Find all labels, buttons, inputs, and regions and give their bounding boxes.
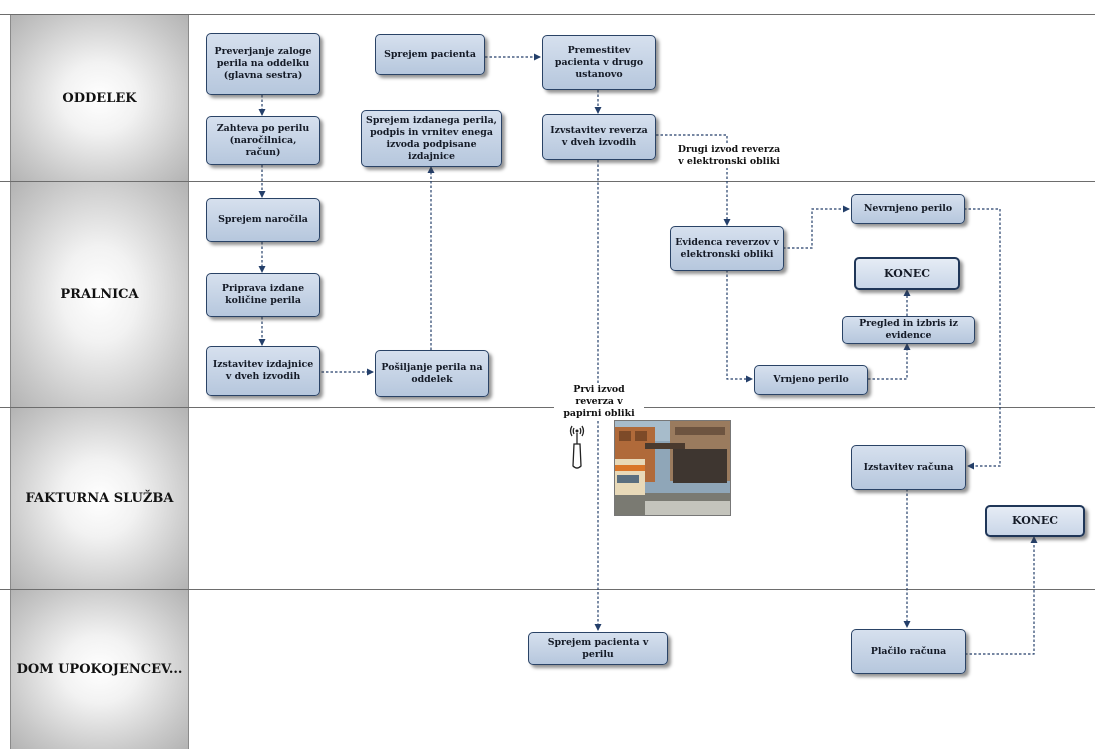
- antenna-icon: [569, 425, 585, 469]
- node-sprejem-v-perilu: Sprejem pacienta v perilu: [528, 632, 668, 665]
- node-sprejem-pacienta: Sprejem pacienta: [375, 34, 485, 75]
- arrow-evidenca-vrnjeno: [726, 270, 753, 383]
- arrow-evidenca-nevrnjeno: [783, 205, 850, 249]
- node-vrnjeno: Vrnjeno perilo: [754, 365, 868, 395]
- node-konec-2: KONEC: [985, 505, 1085, 537]
- note-drugi-izvod: Drugi izvod reverza v elektronski obliki: [675, 144, 783, 168]
- lane-title: DOM UPOKOJENCEV...: [16, 662, 183, 677]
- node-konec-1: KONEC: [854, 257, 960, 290]
- node-pregled: Pregled in izbris iz evidence: [842, 316, 975, 344]
- lane-title: PRALNICA: [60, 287, 139, 302]
- node-izstavitev-reverza: Izvstavitev reverza v dveh izvodih: [542, 114, 656, 160]
- node-posiljanje: Pošiljanje perila na oddelek: [375, 350, 489, 397]
- photo-illustration: [615, 421, 730, 515]
- node-priprava: Priprava izdane količine perila: [206, 273, 320, 317]
- node-sprejem-narocila: Sprejem naročila: [206, 198, 320, 242]
- lane-header-pralnica: PRALNICA: [10, 182, 189, 407]
- arrow-nevrnjeno-racun: [964, 208, 1001, 470]
- node-evidenca: Evidenca reverzov v elektronski obliki: [670, 226, 784, 271]
- node-izstavitev-racuna: Izstavitev računa: [851, 445, 966, 490]
- lane-header-fakturna: FAKTURNA SLUŽBA: [10, 408, 189, 589]
- node-zahteva: Zahteva po perilu (naročilnica, račun): [206, 116, 320, 165]
- lane-border-1: [0, 181, 1095, 182]
- lane-title: FAKTURNA SLUŽBA: [25, 491, 174, 506]
- node-placilo: Plačilo računa: [851, 629, 966, 674]
- lane-border-3: [0, 589, 1095, 590]
- node-sprejem-izdanega: Sprejem izdanega perila, podpis in vrnit…: [361, 110, 502, 167]
- node-izstavitev-izdajnice: Izstavitev izdajnice v dveh izvodih: [206, 346, 320, 396]
- node-preverjanje: Preverjanje zaloge perila na oddelku (gl…: [206, 33, 320, 95]
- note-prvi-izvod: Prvi izvod reverza v papirni obliki: [554, 384, 644, 420]
- arrow-reverz-evidenca: [656, 134, 731, 226]
- lane-header-oddelek: ODDELEK: [10, 15, 189, 181]
- lane-title: ODDELEK: [62, 90, 137, 106]
- photo: [614, 420, 731, 516]
- lane-header-dom: DOM UPOKOJENCEV...: [10, 590, 189, 749]
- lane-border-2: [0, 407, 1095, 408]
- lane-border-top: [0, 14, 1095, 15]
- node-premestitev: Premestitev pacienta v drugo ustanovo: [542, 35, 656, 90]
- arrow-vrnjeno-pregled: [868, 343, 911, 380]
- node-nevrnjeno: Nevrnjeno perilo: [851, 194, 965, 224]
- arrow-placilo-konec: [965, 536, 1038, 655]
